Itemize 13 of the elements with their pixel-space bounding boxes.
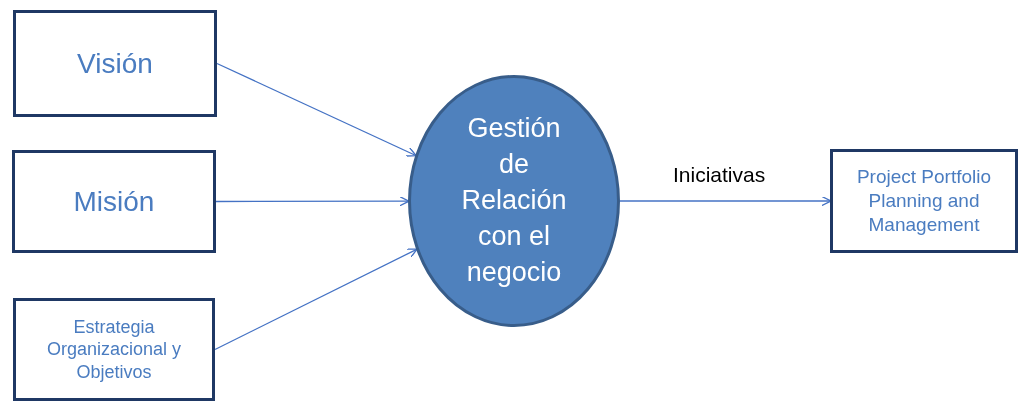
arrow bbox=[215, 196, 410, 207]
arrow bbox=[216, 62, 417, 157]
node-label: Misión bbox=[73, 185, 155, 219]
process-box bbox=[13, 298, 215, 401]
process-box bbox=[830, 149, 1018, 253]
arrow bbox=[619, 195, 832, 207]
node-label: Estrategia Organizacional y Objetivos bbox=[45, 315, 183, 384]
node-label: Visión bbox=[77, 47, 153, 81]
process-box bbox=[13, 10, 217, 117]
node-label: Gestión de Relación con el negocio bbox=[460, 112, 568, 289]
node-label: Project Portfolio Planning and Management bbox=[855, 165, 993, 237]
arrow bbox=[214, 248, 418, 351]
process-box bbox=[12, 150, 216, 253]
